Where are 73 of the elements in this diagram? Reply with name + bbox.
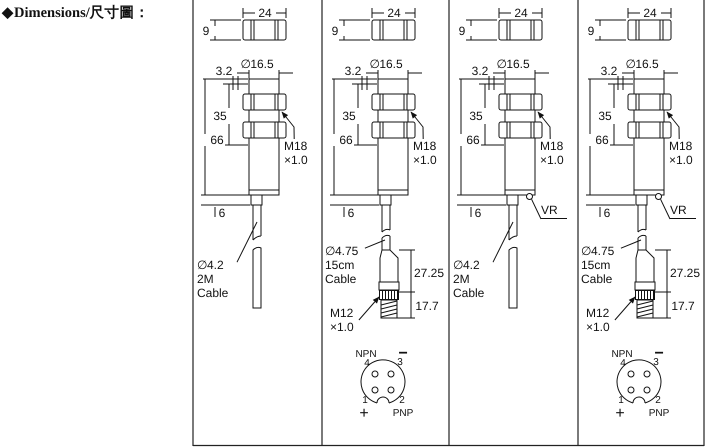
callout-label: M12 ×1.0: [330, 306, 364, 334]
dimension-label: 9: [202, 25, 210, 37]
dimension-label: ∅16.5: [496, 58, 530, 70]
dimension-label: 17.7: [415, 300, 439, 312]
leader-line: [666, 111, 680, 140]
dimension-label: ∅16.5: [625, 58, 659, 70]
dimension-label: 66: [595, 134, 609, 146]
callout-label: M18 ×1.0: [669, 139, 703, 167]
dimension-label: 6: [218, 207, 226, 219]
pin-label: NPN: [355, 350, 377, 360]
knurled-nut: [635, 290, 655, 300]
dimension-label: 3.2: [472, 65, 488, 77]
pin-label: 1: [362, 396, 368, 406]
dimension-label: 66: [210, 134, 224, 146]
callout-label: M18 ×1.0: [540, 139, 574, 167]
dimension-label: 66: [466, 134, 480, 146]
dimension-label: 35: [598, 110, 612, 122]
dimension-label: 24: [514, 7, 528, 19]
leader-line: [358, 296, 380, 320]
dimension-label: 27.25: [670, 267, 700, 279]
callout-label: VR: [670, 203, 696, 219]
leader-line: [620, 240, 642, 249]
pin-label: PNP: [392, 409, 414, 419]
callout-label: ∅4.2 2M Cable: [197, 258, 237, 300]
adjuster-knob: [526, 193, 533, 200]
leader-line: [538, 111, 551, 140]
dimension-label: ∅16.5: [369, 58, 403, 70]
leader-line: [531, 198, 542, 220]
leader-line: [492, 222, 514, 263]
dimension-label: 66: [339, 134, 353, 146]
callout-label: VR: [541, 203, 567, 219]
callout-label: ∅4.2 2M Cable: [453, 258, 493, 300]
knurled-nut: [379, 290, 399, 300]
pin-label: 3: [397, 358, 403, 368]
dimension-label: 9: [332, 25, 338, 37]
callout-label: M18 ×1.0: [284, 139, 318, 167]
adjuster-knob: [655, 193, 662, 200]
leader-line: [364, 240, 386, 249]
section-heading: ◆Dimensions/尺寸圖：: [2, 4, 150, 22]
pin-label: 2: [399, 396, 405, 406]
pin-label: 2: [655, 396, 661, 406]
dimension-label: 24: [643, 7, 657, 19]
leader-line: [614, 296, 636, 320]
dimension-label: 27.25: [414, 267, 444, 279]
callout-label: M12 ×1.0: [586, 306, 620, 334]
dimension-label: 6: [348, 207, 354, 219]
dimension-label: 6: [474, 207, 482, 219]
dimension-label: 35: [342, 110, 356, 122]
dimension-label: 3.2: [344, 65, 362, 77]
dimension-label: 24: [387, 7, 401, 19]
leader-line: [660, 198, 670, 220]
dimension-label: 35: [469, 110, 483, 122]
dimension-label: 6: [604, 207, 610, 219]
dimension-label: 24: [258, 7, 272, 19]
leader-line: [410, 111, 424, 140]
pin-label: NPN: [611, 350, 633, 360]
dimension-label: ∅16.5: [240, 58, 274, 70]
dimension-label: 9: [458, 25, 466, 37]
pin-label: 1: [618, 396, 624, 406]
dimension-label: 17.7: [671, 300, 695, 312]
dimension-label: 9: [588, 25, 594, 37]
callout-label: M18 ×1.0: [413, 139, 447, 167]
plus-sign: +: [359, 406, 369, 422]
dimension-label: 35: [213, 110, 227, 122]
callout-label: ∅4.75 15cm Cable: [325, 244, 367, 286]
pin-label: 3: [653, 358, 659, 368]
dimension-label: 3.2: [216, 65, 232, 77]
dimension-label: 3.2: [600, 65, 618, 77]
callout-label: ∅4.75 15cm Cable: [581, 244, 623, 286]
pin-label: PNP: [648, 409, 670, 419]
leader-line: [236, 222, 258, 263]
leader-line: [282, 111, 295, 140]
plus-sign: +: [615, 406, 625, 422]
